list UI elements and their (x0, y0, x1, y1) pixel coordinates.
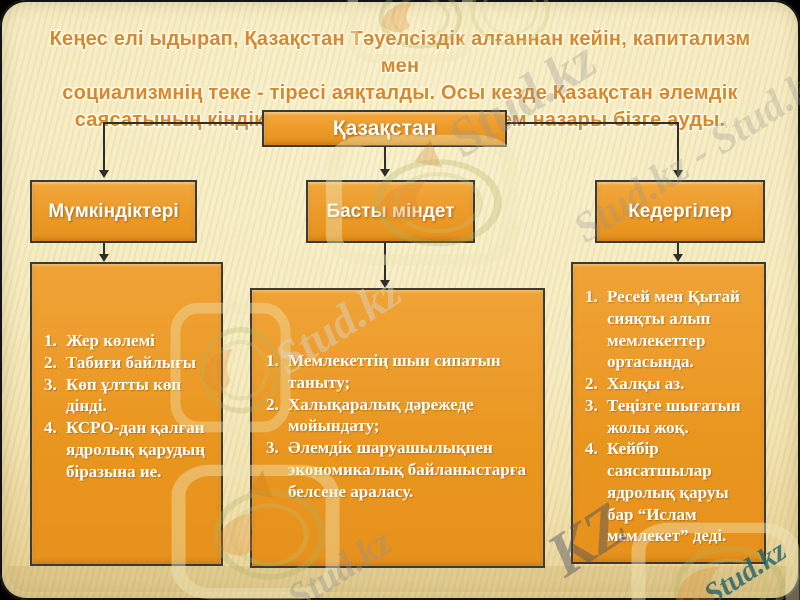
arrowhead-right-bottom (673, 254, 683, 262)
root-box-kazakhstan: Қазақстан (262, 110, 507, 147)
branch-header-label: Кедергілер (628, 200, 732, 222)
main-task-list: Мемлекеттің шын сипатын таныту; Халықара… (264, 350, 535, 502)
branch-header-label: Мүмкіндіктері (48, 200, 179, 222)
bottom-band (8, 566, 792, 592)
content-box-obstacles: Ресей мен Қытай сияқты алып мемлекеттер … (571, 262, 766, 564)
branch-header-main-task: Басты міндет (306, 180, 475, 243)
root-box-label: Қазақстан (332, 116, 437, 140)
connector-mid-lower (384, 243, 386, 281)
title-line-1: Кеңес елі ыдырап, Қазақстан Тәуелсіздік … (49, 28, 751, 77)
title-line-2: социализмнің теке - тіресі аяқталды. Осы… (62, 82, 738, 104)
list-item: Кейбір саясатшылар ядролық қаруы бар “Ис… (585, 438, 729, 546)
content-box-opportunities: Жер көлемі Табиғи байлығы Көп ұлтты көп … (30, 262, 223, 566)
list-item: Халқы аз. (585, 373, 685, 395)
connector-left-horizontal (103, 122, 262, 124)
connector-mid-vertical (384, 147, 386, 170)
opportunities-list: Жер көлемі Табиғи байлығы Көп ұлтты көп … (42, 330, 213, 482)
branch-header-label: Басты міндет (326, 200, 455, 222)
content-box-main-task: Мемлекеттің шын сипатын таныту; Халықара… (250, 288, 545, 568)
slide-title: Кеңес елі ыдырап, Қазақстан Тәуелсіздік … (42, 26, 758, 134)
arrowhead-left-bottom (99, 254, 109, 262)
list-item: Көп ұлтты көп дінді. (44, 374, 182, 416)
connector-left-lower (103, 243, 105, 255)
connector-right-vertical (677, 122, 679, 171)
obstacles-list: Ресей мен Қытай сияқты алып мемлекеттер … (583, 286, 758, 547)
arrowhead-left-top (99, 170, 109, 178)
arrowhead-mid-top (380, 169, 390, 177)
list-item: Теңізге шығатын жолы жоқ. (585, 395, 741, 437)
list-item: Мемлекеттің шын сипатын таныту; (266, 350, 501, 392)
list-item: Жер көлемі (44, 330, 155, 352)
list-item: КСРО-дан қалған ядролық қарудың біразына… (44, 417, 206, 481)
arrowhead-right-top (673, 170, 683, 178)
connector-right-lower (677, 243, 679, 255)
list-item: Халықаралық дәрежеде мойындату; (266, 394, 474, 436)
branch-header-opportunities: Мүмкіндіктері (30, 180, 197, 243)
connector-right-horizontal (507, 122, 678, 124)
list-item: Әлемдік шаруашылықпен экономикалық байла… (266, 437, 526, 501)
connector-left-vertical (103, 122, 105, 171)
list-item: Ресей мен Қытай сияқты алып мемлекеттер … (585, 286, 740, 372)
list-item: Табиғи байлығы (44, 352, 197, 374)
branch-header-obstacles: Кедергілер (595, 180, 765, 243)
arrowhead-mid-bottom (380, 280, 390, 288)
